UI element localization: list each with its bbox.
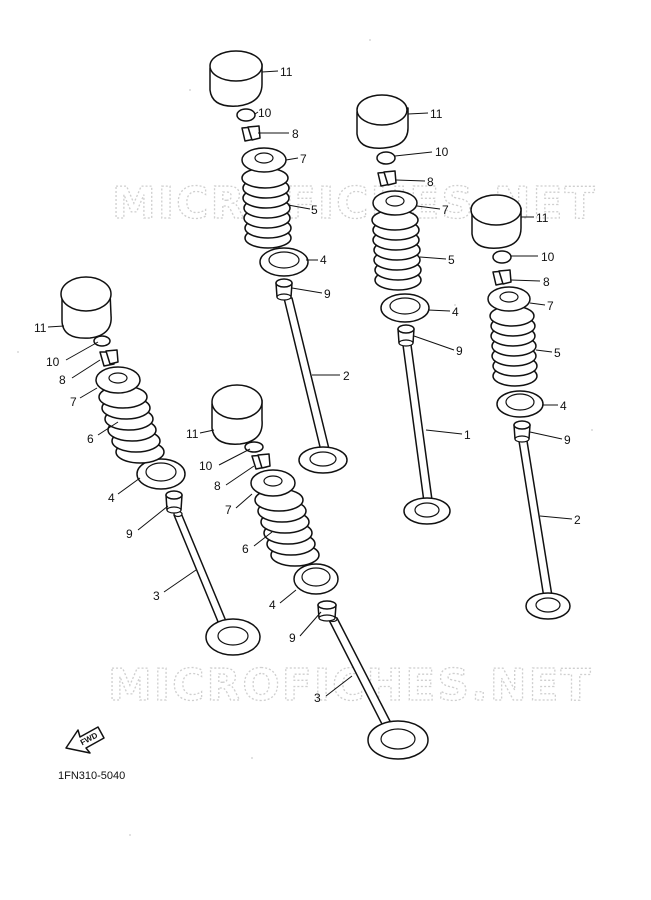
callout-mid-11: 11 [186,427,199,441]
callout-mid-4: 4 [269,598,276,612]
callout-left-6: 6 [87,432,94,446]
callout-cr-4: 4 [452,305,459,319]
valve-lifter-11 [211,384,263,445]
valve-3 [173,510,261,656]
valve-1 [402,344,451,525]
valve-shim-10 [236,108,256,122]
valve-seal-9 [397,324,415,347]
valve-lifter-11 [470,194,522,249]
valve-spring-5 [371,209,422,291]
callout-mid-8: 8 [214,479,221,493]
spring-retainer-7 [250,469,296,497]
callout-cr-11: 11 [430,107,443,121]
valve-2 [283,297,348,474]
callout-mid-6: 6 [242,542,249,556]
spring-seat-4 [293,563,339,595]
callout-top-9: 9 [324,287,331,301]
watermark-bottom: MICROFICHES.NET [108,660,593,711]
valve-cotters-8 [492,269,512,286]
valve-assembly-mid-left: 11 10 8 7 6 4 9 3 [186,384,429,760]
callout-left-7: 7 [70,395,77,409]
valve-spring-5 [241,167,292,249]
callout-left-10: 10 [46,355,60,369]
spring-retainer-7 [487,286,531,312]
callout-r-7: 7 [547,299,554,313]
spring-retainer-7 [95,366,141,394]
valve-cotters-8 [251,453,271,470]
valve-cotters-8 [377,170,397,187]
callout-top-11: 11 [280,65,293,79]
valve-assembly-center-right: 11 10 8 7 5 4 9 1 [356,94,471,525]
valve-shim-10 [492,250,512,264]
valve-spring-5 [489,305,538,387]
valve-cotters-8 [241,125,261,142]
valve-seal-9 [165,490,183,514]
scan-specks [17,39,593,836]
callout-top-8: 8 [292,127,299,141]
callout-top-2: 2 [343,369,350,383]
valve-seal-9 [513,420,531,443]
callout-r-2: 2 [574,513,581,527]
valve-seal-9 [317,600,337,622]
callout-cr-5: 5 [448,253,455,267]
valve-spring-6 [254,488,320,567]
valve-seal-9 [275,278,293,301]
callout-mid-3: 3 [314,691,321,705]
valve-lifter-11 [60,276,112,339]
valve-lifter-11 [209,50,263,107]
callout-cr-7: 7 [442,203,449,217]
callout-left-8: 8 [59,373,66,387]
spring-seat-4 [380,293,430,323]
watermark-top: MICROFICHES.NET [112,178,597,229]
callout-left-9: 9 [126,527,133,541]
valve-assembly-left: 11 10 8 7 6 4 9 3 [34,276,261,656]
diagram-code: 1FN310-5040 [58,770,125,782]
callout-r-4: 4 [560,399,567,413]
valve-assembly-right: 11 10 8 7 5 4 9 2 [470,194,581,620]
callout-top-4: 4 [320,253,327,267]
valve-cotters-8 [99,349,119,367]
valve-assembly-top-center: 11 10 8 7 5 4 9 2 [209,50,350,474]
valve-2 [518,440,571,620]
callout-r-10: 10 [541,250,555,264]
spring-seat-4 [136,458,186,490]
callout-mid-7: 7 [225,503,232,517]
valve-shim-10 [376,151,396,165]
callout-r-11: 11 [536,211,549,225]
fwd-arrow-icon: FWD [65,726,105,754]
valve-spring-6 [98,385,165,464]
callout-left-4: 4 [108,491,115,505]
callout-mid-9: 9 [289,631,296,645]
callout-r-5: 5 [554,346,561,360]
spring-retainer-7 [241,147,287,173]
valve-lifter-11 [356,94,409,149]
spring-seat-4 [259,247,309,277]
callout-mid-10: 10 [199,459,213,473]
callout-cr-8: 8 [427,175,434,189]
valve-shim-10 [93,335,111,347]
spring-seat-4 [496,390,544,418]
callout-top-10: 10 [258,106,272,120]
callout-cr-10: 10 [435,145,449,159]
spring-retainer-7 [372,190,418,216]
callout-top-5: 5 [311,203,318,217]
callout-r-9: 9 [564,433,571,447]
callout-top-7: 7 [300,152,307,166]
callout-cr-9: 9 [456,344,463,358]
callout-cr-1: 1 [464,428,471,442]
callout-left-3: 3 [153,589,160,603]
callout-left-11: 11 [34,321,47,335]
callout-r-8: 8 [543,275,550,289]
